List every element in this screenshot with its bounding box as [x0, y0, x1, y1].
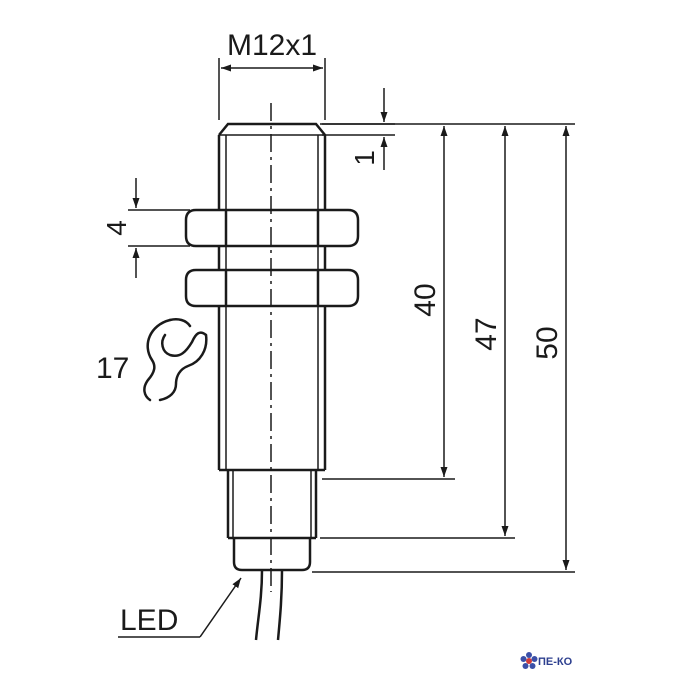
wrench-icon [143, 318, 208, 402]
led-label: LED [120, 604, 178, 637]
watermark-text: ПЕ-КО [538, 656, 573, 668]
led-end-cap [232, 538, 312, 572]
lower-nut [184, 268, 360, 308]
length-50-label: 50 [531, 326, 564, 359]
thread-label: M12x1 [227, 29, 317, 62]
nut-dimension [128, 178, 190, 278]
watermark-logo: ПЕ-КО [520, 652, 573, 669]
sensor-rear-body [226, 470, 318, 540]
length-47-label: 47 [470, 317, 503, 350]
thread-dimension [218, 58, 326, 120]
upper-nut [184, 208, 360, 248]
cable [254, 569, 284, 641]
wrench-size-label: 17 [96, 352, 129, 385]
led-leader [118, 577, 242, 638]
length-40-label: 40 [409, 283, 442, 316]
length-dimensions [312, 123, 575, 573]
flower-icon [520, 652, 538, 669]
nut-thickness-label: 4 [101, 220, 132, 236]
protrusion-label: 1 [349, 150, 380, 166]
